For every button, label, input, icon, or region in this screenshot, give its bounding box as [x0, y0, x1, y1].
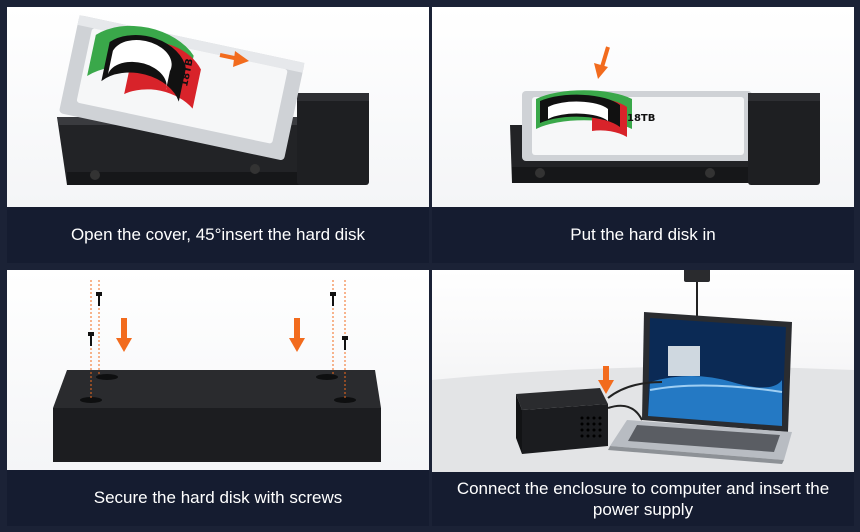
step-3-caption: Secure the hard disk with screws	[7, 470, 429, 526]
step-1-image: 18TB	[7, 7, 429, 207]
hard-disk: 18TB	[522, 90, 752, 161]
screw-icon	[342, 336, 348, 350]
step-2-panel: 18TB Put the hard disk in	[432, 7, 854, 263]
orange-arrow-icon	[598, 366, 614, 394]
orange-arrow-icon	[116, 318, 132, 352]
screw-icon	[330, 292, 336, 306]
drive-capacity-label: 18TB	[627, 113, 655, 124]
enclosure-body	[297, 93, 369, 185]
orange-arrow-icon	[289, 318, 305, 352]
step-4-caption: Connect the enclosure to computer and in…	[432, 472, 854, 526]
enclosure-body	[748, 93, 820, 185]
enclosure-body	[53, 370, 381, 408]
power-adapter	[684, 270, 710, 282]
step-1-panel: 18TB Open the cover, 45°insert the hard …	[7, 7, 429, 263]
step-2-image: 18TB	[432, 7, 854, 207]
screw-icon	[88, 332, 94, 346]
step-1-caption: Open the cover, 45°insert the hard disk	[7, 207, 429, 263]
enclosure-body	[516, 388, 608, 410]
step-3-image	[7, 270, 429, 470]
enclosure-open-insert-illustration: 18TB	[57, 15, 369, 185]
orange-arrow-icon	[219, 51, 249, 67]
screw-icon	[96, 292, 102, 306]
screen-window	[668, 346, 700, 376]
laptop-connection-illustration	[432, 270, 854, 472]
step-4-panel: Connect the enclosure to computer and in…	[432, 270, 854, 526]
step-3-panel: Secure the hard disk with screws	[7, 270, 429, 526]
enclosure-drive-inserted-illustration: 18TB	[510, 46, 820, 185]
hard-disk: 18TB	[59, 15, 305, 160]
screws-illustration	[53, 280, 381, 462]
step-2-caption: Put the hard disk in	[432, 207, 854, 263]
step-4-image	[432, 270, 854, 472]
orange-arrow-icon	[594, 46, 610, 79]
